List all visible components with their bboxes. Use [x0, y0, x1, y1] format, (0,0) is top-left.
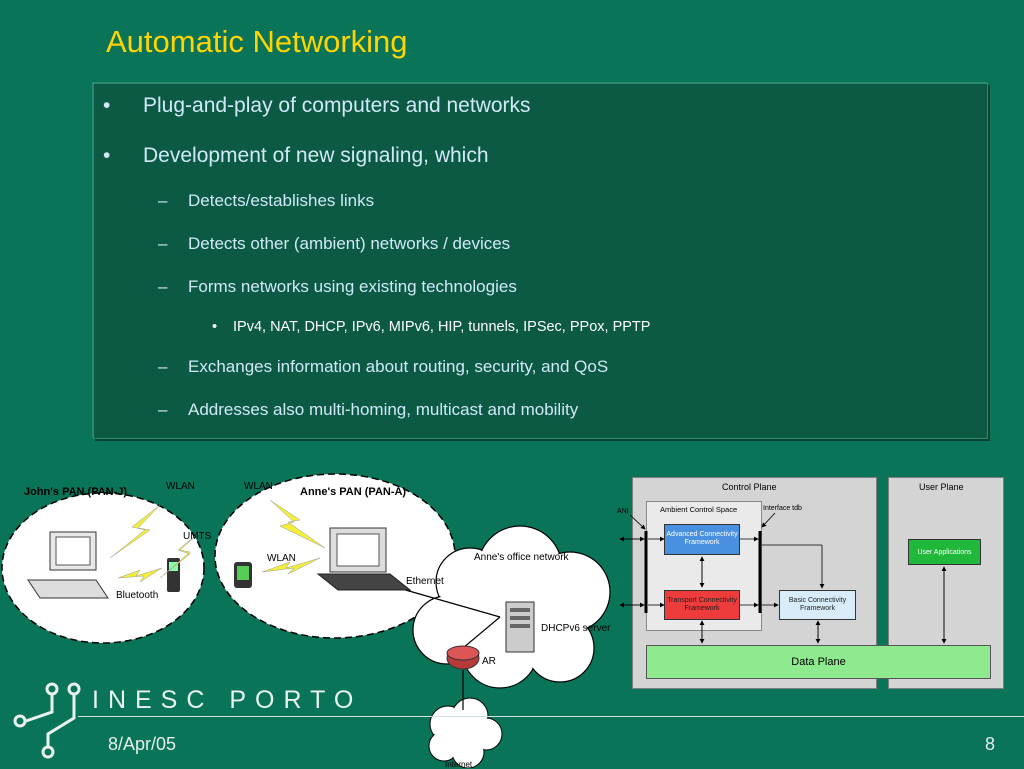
- bluetooth-label: Bluetooth: [116, 590, 159, 601]
- wlan-label: WLAN: [267, 553, 296, 564]
- footer-date: 8/Apr/05: [108, 734, 177, 754]
- architecture-arrows: [619, 512, 947, 644]
- bullet-2: Development of new signaling, which: [143, 144, 489, 167]
- basic-connectivity-framework-box: Basic Connectivity Framework: [779, 590, 856, 620]
- dash-mark: –: [158, 277, 168, 296]
- user-plane-label: User Plane: [919, 482, 964, 492]
- wireless-bolt: [261, 557, 321, 575]
- wireless-bolt: [159, 531, 201, 579]
- pda-icon: [234, 562, 252, 588]
- bullet-mark: •: [212, 319, 218, 335]
- sub-bullet-1: Detects/establishes links: [188, 191, 375, 210]
- wireless-bolt: [109, 504, 161, 559]
- bullet-1: Plug-and-play of computers and networks: [143, 94, 531, 117]
- laptop-john-icon: [27, 531, 109, 599]
- dash-mark: –: [158, 191, 168, 210]
- wireless-bolt: [117, 567, 163, 583]
- sub-bullet-2: Detects other (ambient) networks / devic…: [188, 234, 511, 253]
- ar-label: AR: [482, 656, 496, 667]
- johns-pan-ellipse: [1, 492, 205, 644]
- inesc-porto-logo-text: INESC PORTO: [92, 686, 363, 714]
- data-plane-box: Data Plane: [646, 645, 991, 679]
- dhcp-server-label: DHCPv6 server: [541, 623, 611, 634]
- ani-label: ANI: [617, 508, 629, 515]
- wlan-label: WLAN: [166, 481, 195, 492]
- dash-mark: –: [158, 400, 168, 419]
- sub-bullet-3: Forms networks using existing technologi…: [188, 277, 517, 296]
- bullet-box: [93, 83, 988, 439]
- dash-mark: –: [158, 357, 168, 376]
- dash-mark: –: [158, 234, 168, 253]
- transport-connectivity-framework-box: Transport Connectivity Framework: [664, 590, 740, 620]
- slide-title: Automatic Networking: [106, 24, 408, 59]
- interface-tdb-label: Interface tdb: [763, 505, 802, 512]
- control-plane-label: Control Plane: [722, 482, 777, 492]
- server-icon: [505, 601, 535, 653]
- inesc-logo-icon: [13, 682, 81, 759]
- user-applications-box: User Applications: [908, 539, 981, 565]
- ethernet-label: Ethernet: [406, 576, 444, 587]
- wlan-label: WLAN: [244, 481, 273, 492]
- johns-pan-label: John's PAN (PAN-J): [24, 486, 128, 498]
- bullet-mark: •: [103, 144, 111, 167]
- page-number: 8: [985, 734, 996, 754]
- sub-sub-bullet-1: IPv4, NAT, DHCP, IPv6, MIPv6, HIP, tunne…: [233, 319, 651, 335]
- advanced-connectivity-framework-box: Advanced Connectivity Framework: [664, 524, 740, 555]
- network-diagram: [1, 473, 611, 768]
- footer-divider: [78, 716, 1024, 717]
- sub-bullet-4: Exchanges information about routing, sec…: [188, 357, 609, 376]
- router-icon: [446, 645, 480, 670]
- umts-label: UMTS: [183, 531, 212, 542]
- bullet-mark: •: [103, 94, 111, 117]
- ambient-control-space-label: Ambient Control Space: [660, 505, 738, 514]
- wireless-bolt: [269, 499, 326, 549]
- office-network-label: Anne's office network: [474, 552, 569, 563]
- internet-label: Internet: [445, 760, 473, 769]
- annes-pan-label: Anne's PAN (PAN-A): [300, 486, 407, 498]
- laptop-anne-icon: [316, 527, 412, 591]
- sub-bullet-5: Addresses also multi-homing, multicast a…: [188, 400, 579, 419]
